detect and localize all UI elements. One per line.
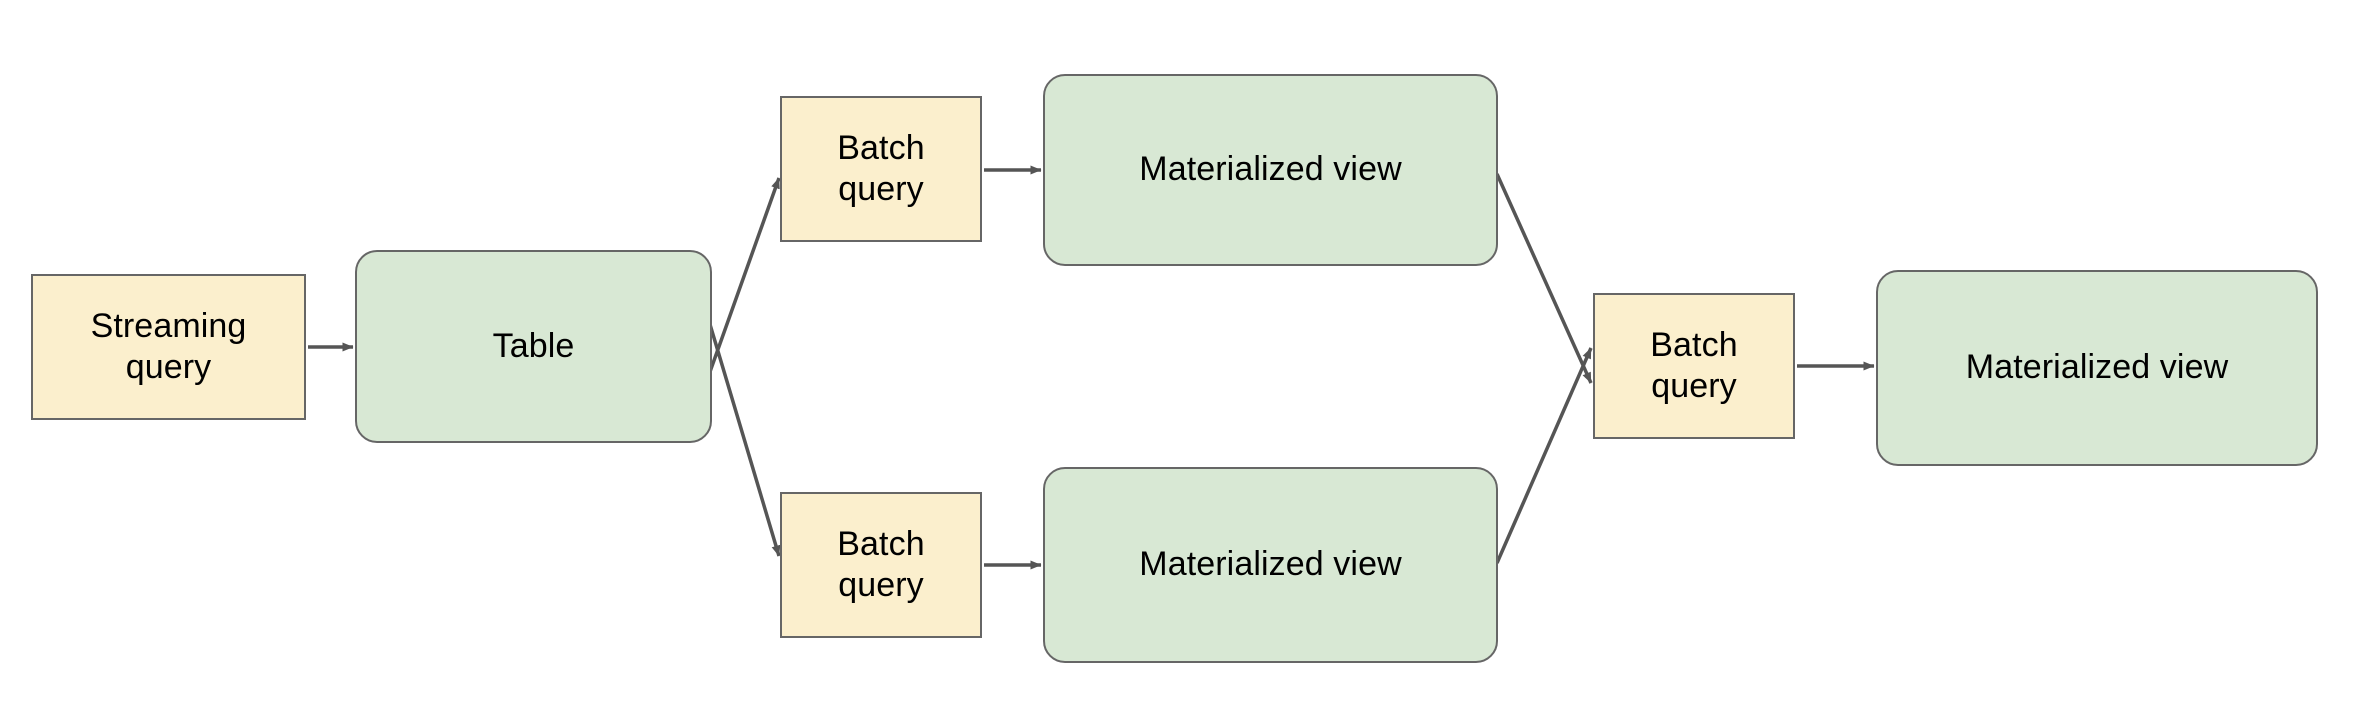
- node-materialized-view-final[interactable]: Materialized view: [1876, 270, 2318, 466]
- edge-table-to-batch-top: [704, 177, 781, 384]
- node-materialized-view-bottom[interactable]: Materialized view: [1043, 467, 1498, 663]
- edge-mv-top-to-batch-join: [1495, 173, 1593, 384]
- node-label: Streaming query: [90, 306, 247, 386]
- node-batch-query-top[interactable]: Batch query: [780, 96, 982, 242]
- node-label: Batch query: [837, 128, 925, 208]
- node-table[interactable]: Table: [355, 250, 712, 443]
- node-materialized-view-top[interactable]: Materialized view: [1043, 74, 1498, 266]
- node-batch-query-join[interactable]: Batch query: [1593, 293, 1795, 439]
- edge-table-to-batch-bottom: [704, 310, 781, 557]
- node-label: Table: [492, 326, 575, 365]
- node-label: Batch query: [837, 524, 925, 604]
- node-label: Materialized view: [1965, 348, 2229, 387]
- node-streaming-query[interactable]: Streaming query: [31, 274, 306, 420]
- node-label: Materialized view: [1139, 150, 1402, 189]
- node-label: Batch query: [1650, 325, 1738, 405]
- edge-mv-bottom-to-batch-join: [1495, 347, 1593, 564]
- node-batch-query-bottom[interactable]: Batch query: [780, 492, 982, 638]
- node-label: Materialized view: [1139, 545, 1402, 584]
